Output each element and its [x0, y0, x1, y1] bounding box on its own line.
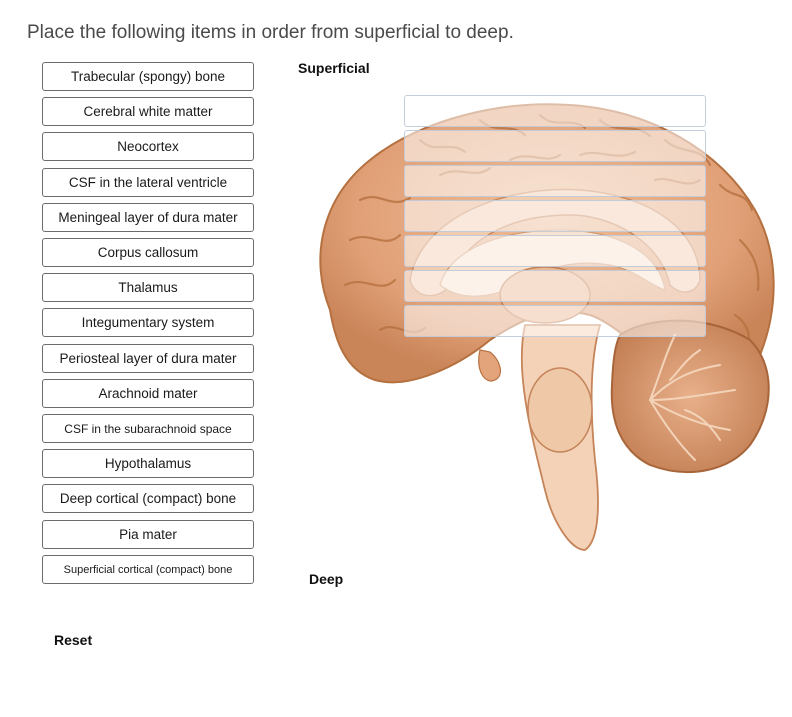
drop-zone-1[interactable] [404, 95, 706, 127]
reset-button[interactable]: Reset [54, 632, 93, 648]
drag-item-meningeal-dura[interactable]: Meningeal layer of dura mater [42, 203, 254, 232]
drag-item-pia-mater[interactable]: Pia mater [42, 520, 254, 549]
drop-zone-6[interactable] [404, 270, 706, 302]
drag-item-deep-cortical-bone[interactable]: Deep cortical (compact) bone [42, 484, 254, 513]
drag-item-trabecular-bone[interactable]: Trabecular (spongy) bone [42, 62, 254, 91]
drag-item-thalamus[interactable]: Thalamus [42, 273, 254, 302]
drop-zone-3[interactable] [404, 165, 706, 197]
drop-zone-2[interactable] [404, 130, 706, 162]
drag-item-periosteal-dura[interactable]: Periosteal layer of dura mater [42, 344, 254, 373]
drag-item-arachnoid-mater[interactable]: Arachnoid mater [42, 379, 254, 408]
deep-label: Deep [309, 571, 344, 587]
drag-item-integumentary-system[interactable]: Integumentary system [42, 308, 254, 337]
drag-item-csf-subarachnoid[interactable]: CSF in the subarachnoid space [42, 414, 254, 443]
drag-item-csf-lateral-ventricle[interactable]: CSF in the lateral ventricle [42, 168, 254, 197]
drag-item-hypothalamus[interactable]: Hypothalamus [42, 449, 254, 478]
instructions-text: Place the following items in order from … [27, 22, 514, 43]
superficial-label: Superficial [298, 60, 370, 76]
drag-item-superficial-cortical-bone[interactable]: Superficial cortical (compact) bone [42, 555, 254, 584]
drop-zone-4[interactable] [404, 200, 706, 232]
drop-zone-7[interactable] [404, 305, 706, 337]
drag-item-corpus-callosum[interactable]: Corpus callosum [42, 238, 254, 267]
drag-item-cerebral-white-matter[interactable]: Cerebral white matter [42, 97, 254, 126]
drop-zone-5[interactable] [404, 235, 706, 267]
drag-item-neocortex[interactable]: Neocortex [42, 132, 254, 161]
